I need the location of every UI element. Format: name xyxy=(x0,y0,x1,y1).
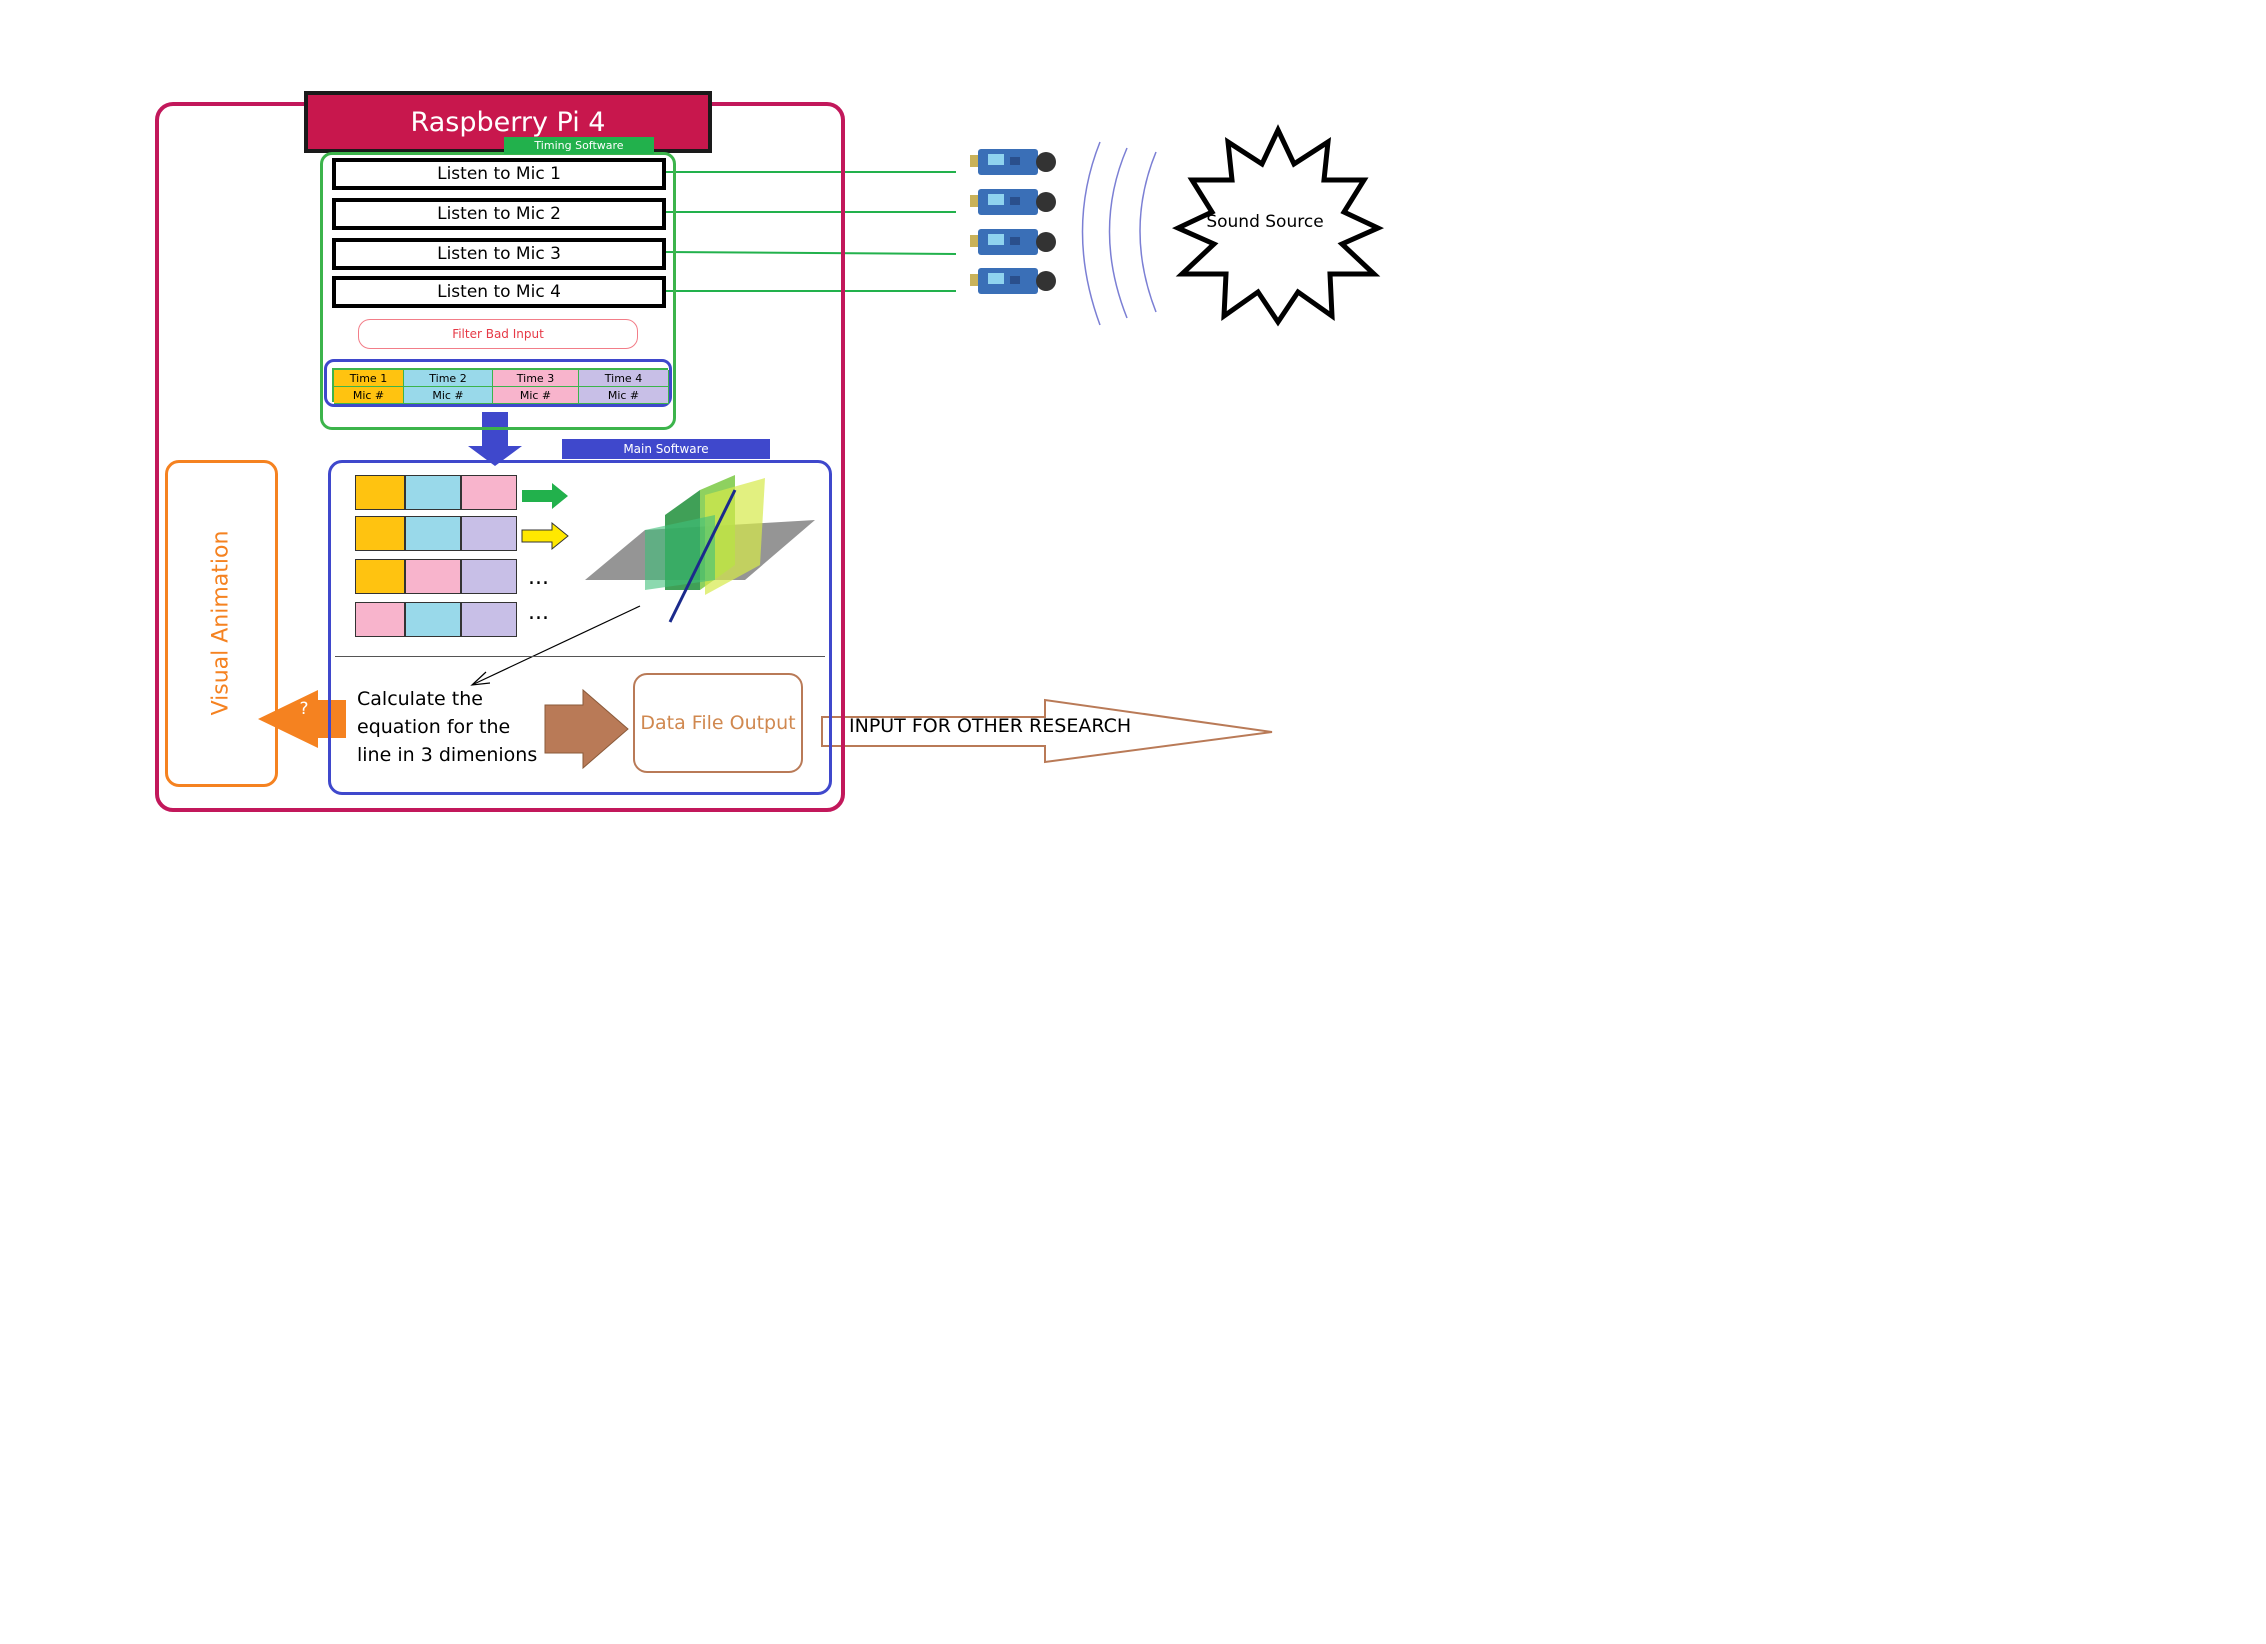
combination-row-2 xyxy=(355,516,517,551)
visual-animation-box xyxy=(165,460,278,787)
listen-mic-2-box: Listen to Mic 2 xyxy=(332,198,666,230)
yellow-arrow-icon xyxy=(521,521,569,551)
time-cell-2: Time 2 xyxy=(404,370,493,387)
combo-cell xyxy=(461,475,517,510)
microphone-module-icon xyxy=(970,149,1056,294)
output-arrow xyxy=(821,698,1273,764)
combo-cell xyxy=(355,602,405,637)
combo-cell xyxy=(461,602,517,637)
main-software-divider xyxy=(335,656,825,657)
timing-software-label: Timing Software xyxy=(504,137,654,154)
timing-software-box xyxy=(320,152,676,430)
listen-mic-3-box: Listen to Mic 3 xyxy=(332,238,666,270)
sound-source-label: Sound Source xyxy=(1206,212,1324,232)
question-mark: ? xyxy=(299,699,309,719)
mic-cell-1: Mic # xyxy=(334,387,404,404)
output-research-label: INPUT FOR OTHER RESEARCH xyxy=(849,715,1132,737)
listen-mic-4-box: Listen to Mic 4 xyxy=(332,276,666,308)
combo-cell xyxy=(461,559,517,594)
combo-cell xyxy=(405,475,461,510)
plane-intersection-graph-icon xyxy=(585,475,815,623)
data-file-output-box: Data File Output xyxy=(633,673,803,773)
graph-to-calc-arrow xyxy=(473,605,641,685)
data-file-output-label: Data File Output xyxy=(640,712,796,734)
calculate-equation-text: Calculate the equation for the line in 3… xyxy=(357,688,538,766)
time-cell-3: Time 3 xyxy=(493,370,579,387)
down-arrow-icon xyxy=(468,412,522,466)
sound-source-star-icon xyxy=(1171,124,1385,327)
main-software-box xyxy=(328,460,832,795)
combination-row-4 xyxy=(355,602,517,637)
mic-cell-4: Mic # xyxy=(579,387,669,404)
combo-cell xyxy=(355,475,405,510)
ellipsis-2: ... xyxy=(528,600,549,625)
mic-cell-2: Mic # xyxy=(404,387,493,404)
visual-animation-label: Visual Animation xyxy=(208,530,234,716)
filter-bad-input-box: Filter Bad Input xyxy=(358,319,638,349)
left-arrow-icon xyxy=(258,690,346,748)
combo-cell xyxy=(405,602,461,637)
raspberry-pi-title: Raspberry Pi 4 xyxy=(410,106,606,138)
time-cell-4: Time 4 xyxy=(579,370,669,387)
mic-3-wire xyxy=(663,251,957,255)
combo-cell xyxy=(355,559,405,594)
combo-cell xyxy=(461,516,517,551)
time-mic-table: Time 1 Time 2 Time 3 Time 4 Mic # Mic # … xyxy=(324,359,672,407)
ellipsis-1: ... xyxy=(528,565,549,590)
combo-cell xyxy=(405,516,461,551)
combination-row-1 xyxy=(355,475,517,510)
mic-cell-3: Mic # xyxy=(493,387,579,404)
green-arrow-icon xyxy=(522,483,568,509)
time-cell-1: Time 1 xyxy=(334,370,404,387)
combo-cell xyxy=(355,516,405,551)
listen-mic-1-box: Listen to Mic 1 xyxy=(332,158,666,190)
combination-row-3 xyxy=(355,559,517,594)
main-software-label: Main Software xyxy=(562,439,770,459)
combo-cell xyxy=(405,559,461,594)
right-arrow-icon xyxy=(544,688,629,770)
sound-wave-icon xyxy=(1081,141,1157,326)
